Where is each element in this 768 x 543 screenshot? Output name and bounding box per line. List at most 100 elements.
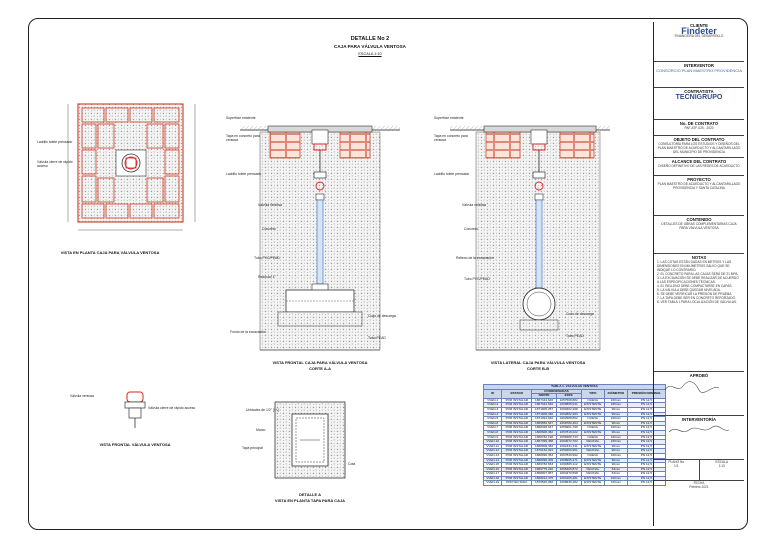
table-cell: POR INSTALAR <box>501 402 533 408</box>
table-cell: POR INSTALAR <box>501 439 533 445</box>
table-cell: POR INSTALAR <box>501 448 533 454</box>
table-cell: VVEN-10 <box>482 439 503 445</box>
table-cell: 1057816,022 <box>555 429 582 436</box>
signature-approval <box>664 381 720 393</box>
tb-contractor: CONTRATISTA TECNIGRUPO <box>654 88 744 120</box>
tb-date-label: FECHA <box>693 481 705 485</box>
label-tapa-side: Tapa en concreto para ventosa <box>434 134 468 142</box>
table-cell: POR INSTALAR <box>501 443 533 450</box>
table-cell: 1062988,862 <box>555 416 582 422</box>
table-cell: POR INSTALAR <box>501 416 533 422</box>
table-cell: 1870152,091 <box>531 448 557 454</box>
tb-note-5: 5. LA VÁLVULA DEBE QUEDAR NIVELADA. <box>657 288 721 292</box>
table-cell: VVEN-19 <box>482 480 503 487</box>
label-ladrillo-side: Ladrillo tolete prensado <box>434 172 470 176</box>
label-tubo-pead-front: Tubo PEAD <box>368 336 386 340</box>
col-tipo: TIPO <box>580 388 606 399</box>
table-cell: 1057568,882 <box>555 397 582 404</box>
sheet-frame <box>28 18 748 530</box>
tb-scope: ALCANCE DEL CONTRATO DISEÑO DEFINITIVO D… <box>654 158 744 176</box>
tb-scope-text: DISEÑO DEFINITIVO DE LAS REDES DE ACUEDU… <box>658 164 740 168</box>
table-cell: 1869782,833 <box>531 462 557 468</box>
caption-valve: VISTA FRONTAL VÁLVULA VENTOSA <box>99 442 171 447</box>
table-cell: 1868012,475 <box>531 475 557 482</box>
tb-contract-no: PAF-ATF-025 - 2020 <box>684 126 714 130</box>
label-superficie-front: Superficie existente <box>226 116 256 120</box>
table-cell: 1069462,298 <box>555 407 582 413</box>
title-sub: CAJA PARA VÁLVULA VENTOSA <box>334 44 406 49</box>
title-block: CLIENTE Findeter FINANCIERA DEL DESARROL… <box>653 22 744 526</box>
tb-sheet: PLANO No 1/1 <box>654 460 700 480</box>
front-section <box>240 125 400 351</box>
table-cell: 1063470,598 <box>555 471 582 477</box>
table-cell: 1867344,646 <box>531 402 557 408</box>
table-cell: PN 12,5 <box>626 480 667 487</box>
caption-plan: VISTA EN PLANTA CAJA PARA VÁLVULA VENTOS… <box>60 250 160 255</box>
tb-sheet-row: PLANO No 1/1 ESCALA 1:10 <box>654 460 744 481</box>
tb-note-2: 2. EL CONCRETO PARA LAS CAJAS SERÁ DE 21… <box>657 272 739 276</box>
tb-client-label: CLIENTE <box>690 23 708 28</box>
tb-sheet-label: PLANO No <box>668 460 685 464</box>
table-cell: EXISTENTE <box>580 475 606 482</box>
table-cell: 1867399,458 <box>531 439 557 445</box>
table-cell: 1069865,112 <box>555 462 582 468</box>
table-cell: 1067849,992 <box>555 452 582 459</box>
title-scale: ESCALA 1:10 <box>358 52 382 56</box>
table-cell: 1062862,283 <box>555 411 582 418</box>
tb-content: CONTENIDO DETALLES DE OBRAS COMPLEMENTAR… <box>654 216 744 254</box>
table-cell: 1868782,198 <box>531 434 557 441</box>
table-cell: VVEN-12 <box>482 448 503 454</box>
tb-client-sub: FINANCIERA DEL DESARROLLO <box>674 34 724 38</box>
findeter-logo: Findeter <box>681 26 717 36</box>
table-cell: VVEN-13 <box>482 452 503 459</box>
table-cell: 1056961,799 <box>555 425 582 431</box>
table-cell: POR INSTALAR <box>501 452 533 459</box>
table-cell: POR INSTALAR <box>501 425 533 431</box>
plan-view <box>67 103 196 231</box>
table-cell: 1058780,464 <box>555 420 582 427</box>
label-detail-cota-2: Cota <box>348 462 356 466</box>
tb-client: CLIENTE Findeter FINANCIERA DEL DESARROL… <box>654 22 744 62</box>
tecnigrupo-logo: TECNIGRUPO <box>675 94 723 101</box>
label-detail-cota: Unidades de 1/2" [+/-] <box>246 408 279 412</box>
tb-scale-value: 1:10 <box>718 464 725 468</box>
table-cell: 1868096,354 <box>531 452 557 459</box>
table-cell: 1869552,547 <box>531 420 557 427</box>
label-detail-tapa: Tapa principal <box>242 446 263 450</box>
label-codo-front: Codo de descarga <box>368 314 396 318</box>
table-cell: EXISTENTE <box>580 407 606 413</box>
table-cell: 1869775,220 <box>531 466 557 473</box>
table-cell: EXISTENTE <box>580 429 606 436</box>
tb-note-3: 3. LA EXCAVACIÓN SE DEBE REALIZAR DE ACU… <box>657 276 739 284</box>
caption-detail-sub: VISTA EN PLANTA TAPA PARA CAJA <box>274 498 346 503</box>
label-detail-marco: Marco <box>256 428 266 432</box>
drawing-area: DETALLE No 2 CAJA PARA VÁLVULA VENTOSA E… <box>30 22 667 527</box>
valve-table: TABLA 1. VÁLVULAS VENTOSA ID ESTADO COOR… <box>482 384 667 487</box>
tb-note-6: 6. SE DEBE VERIFICAR LA PRESIÓN DE PRUEB… <box>657 292 733 296</box>
tb-plan-label: PROYECTO <box>687 177 711 182</box>
table-cell: 1868608,382 <box>531 429 557 436</box>
table-cell: POR INSTALAR <box>501 471 533 477</box>
tb-project-name: CONSORCIO PLAN MAESTRO PROVIDENCIA <box>656 68 742 73</box>
label-tapa-front: Tapa en concreto para ventosa <box>226 134 260 142</box>
tb-reviewed-label: INTERVENTORÍA <box>681 417 717 422</box>
tb-contract-label: No. DE CONTRATO <box>679 121 719 126</box>
table-cell: POR INSTALAR <box>501 457 533 464</box>
col-estado: ESTADO <box>501 388 533 399</box>
table-cell: EXISTENTE <box>580 420 606 427</box>
tb-note-8: 8. VER TABLA 1 PARA LOCALIZACIÓN DE VÁLV… <box>657 300 738 304</box>
table-cell: VVEN-18 <box>482 475 503 482</box>
tb-object-text: CONSULTORÍA PARA LOS ESTUDIOS Y DISEÑOS … <box>657 142 741 154</box>
table-cell: POR INSTALAR <box>501 411 533 418</box>
table-cell: 1068995,271 <box>555 457 582 464</box>
label-codo-side: Codo de descarga <box>566 312 594 316</box>
tb-approval-label: APROBÓ <box>689 373 709 378</box>
label-reductor-front: Reductor 1" <box>258 275 276 279</box>
label-ladrillo-front: Ladrillo tolete prensado <box>226 172 262 176</box>
